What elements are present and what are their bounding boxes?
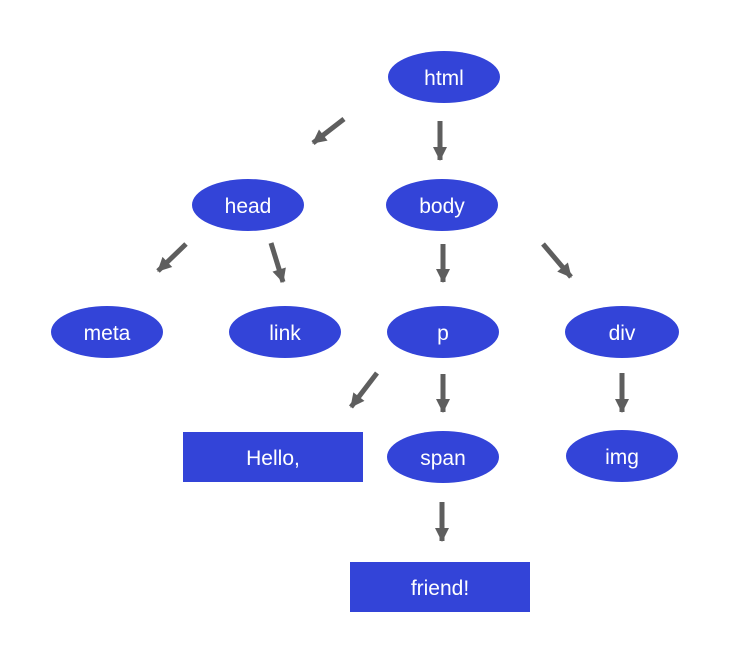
node-div: div <box>565 306 679 358</box>
node-meta: meta <box>51 306 163 358</box>
node-html-label: html <box>424 67 464 90</box>
node-friend-text: friend! <box>350 562 530 612</box>
node-span-label: span <box>420 447 466 470</box>
node-p-label: p <box>437 322 449 345</box>
node-hello-text-label: Hello, <box>246 447 300 470</box>
edge-head-link <box>268 242 286 283</box>
edge-html-head <box>311 117 346 145</box>
node-div-shape <box>565 306 679 358</box>
node-body: body <box>386 179 498 231</box>
node-p: p <box>387 306 499 358</box>
node-friend-text-label: friend! <box>411 577 469 600</box>
node-body-shape <box>386 179 498 231</box>
node-html: html <box>388 51 500 103</box>
node-link: link <box>229 306 341 358</box>
node-html-shape <box>388 51 500 103</box>
node-body-label: body <box>419 195 465 218</box>
node-img-label: img <box>605 446 639 469</box>
edge-body-div <box>541 242 573 279</box>
node-head-shape <box>192 179 304 231</box>
node-hello-text-shape <box>183 432 363 482</box>
node-meta-label: meta <box>84 322 131 345</box>
node-div-label: div <box>609 322 636 345</box>
edge-p-hello-text <box>349 371 379 409</box>
node-link-label: link <box>269 322 301 345</box>
node-p-shape <box>387 306 499 358</box>
node-hello-text: Hello, <box>183 432 363 482</box>
node-img: img <box>566 430 678 482</box>
node-img-shape <box>566 430 678 482</box>
edge-head-meta <box>156 242 188 273</box>
node-span: span <box>387 431 499 483</box>
node-friend-text-shape <box>350 562 530 612</box>
node-head-label: head <box>225 195 272 218</box>
node-meta-shape <box>51 306 163 358</box>
node-span-shape <box>387 431 499 483</box>
node-link-shape <box>229 306 341 358</box>
node-head: head <box>192 179 304 231</box>
